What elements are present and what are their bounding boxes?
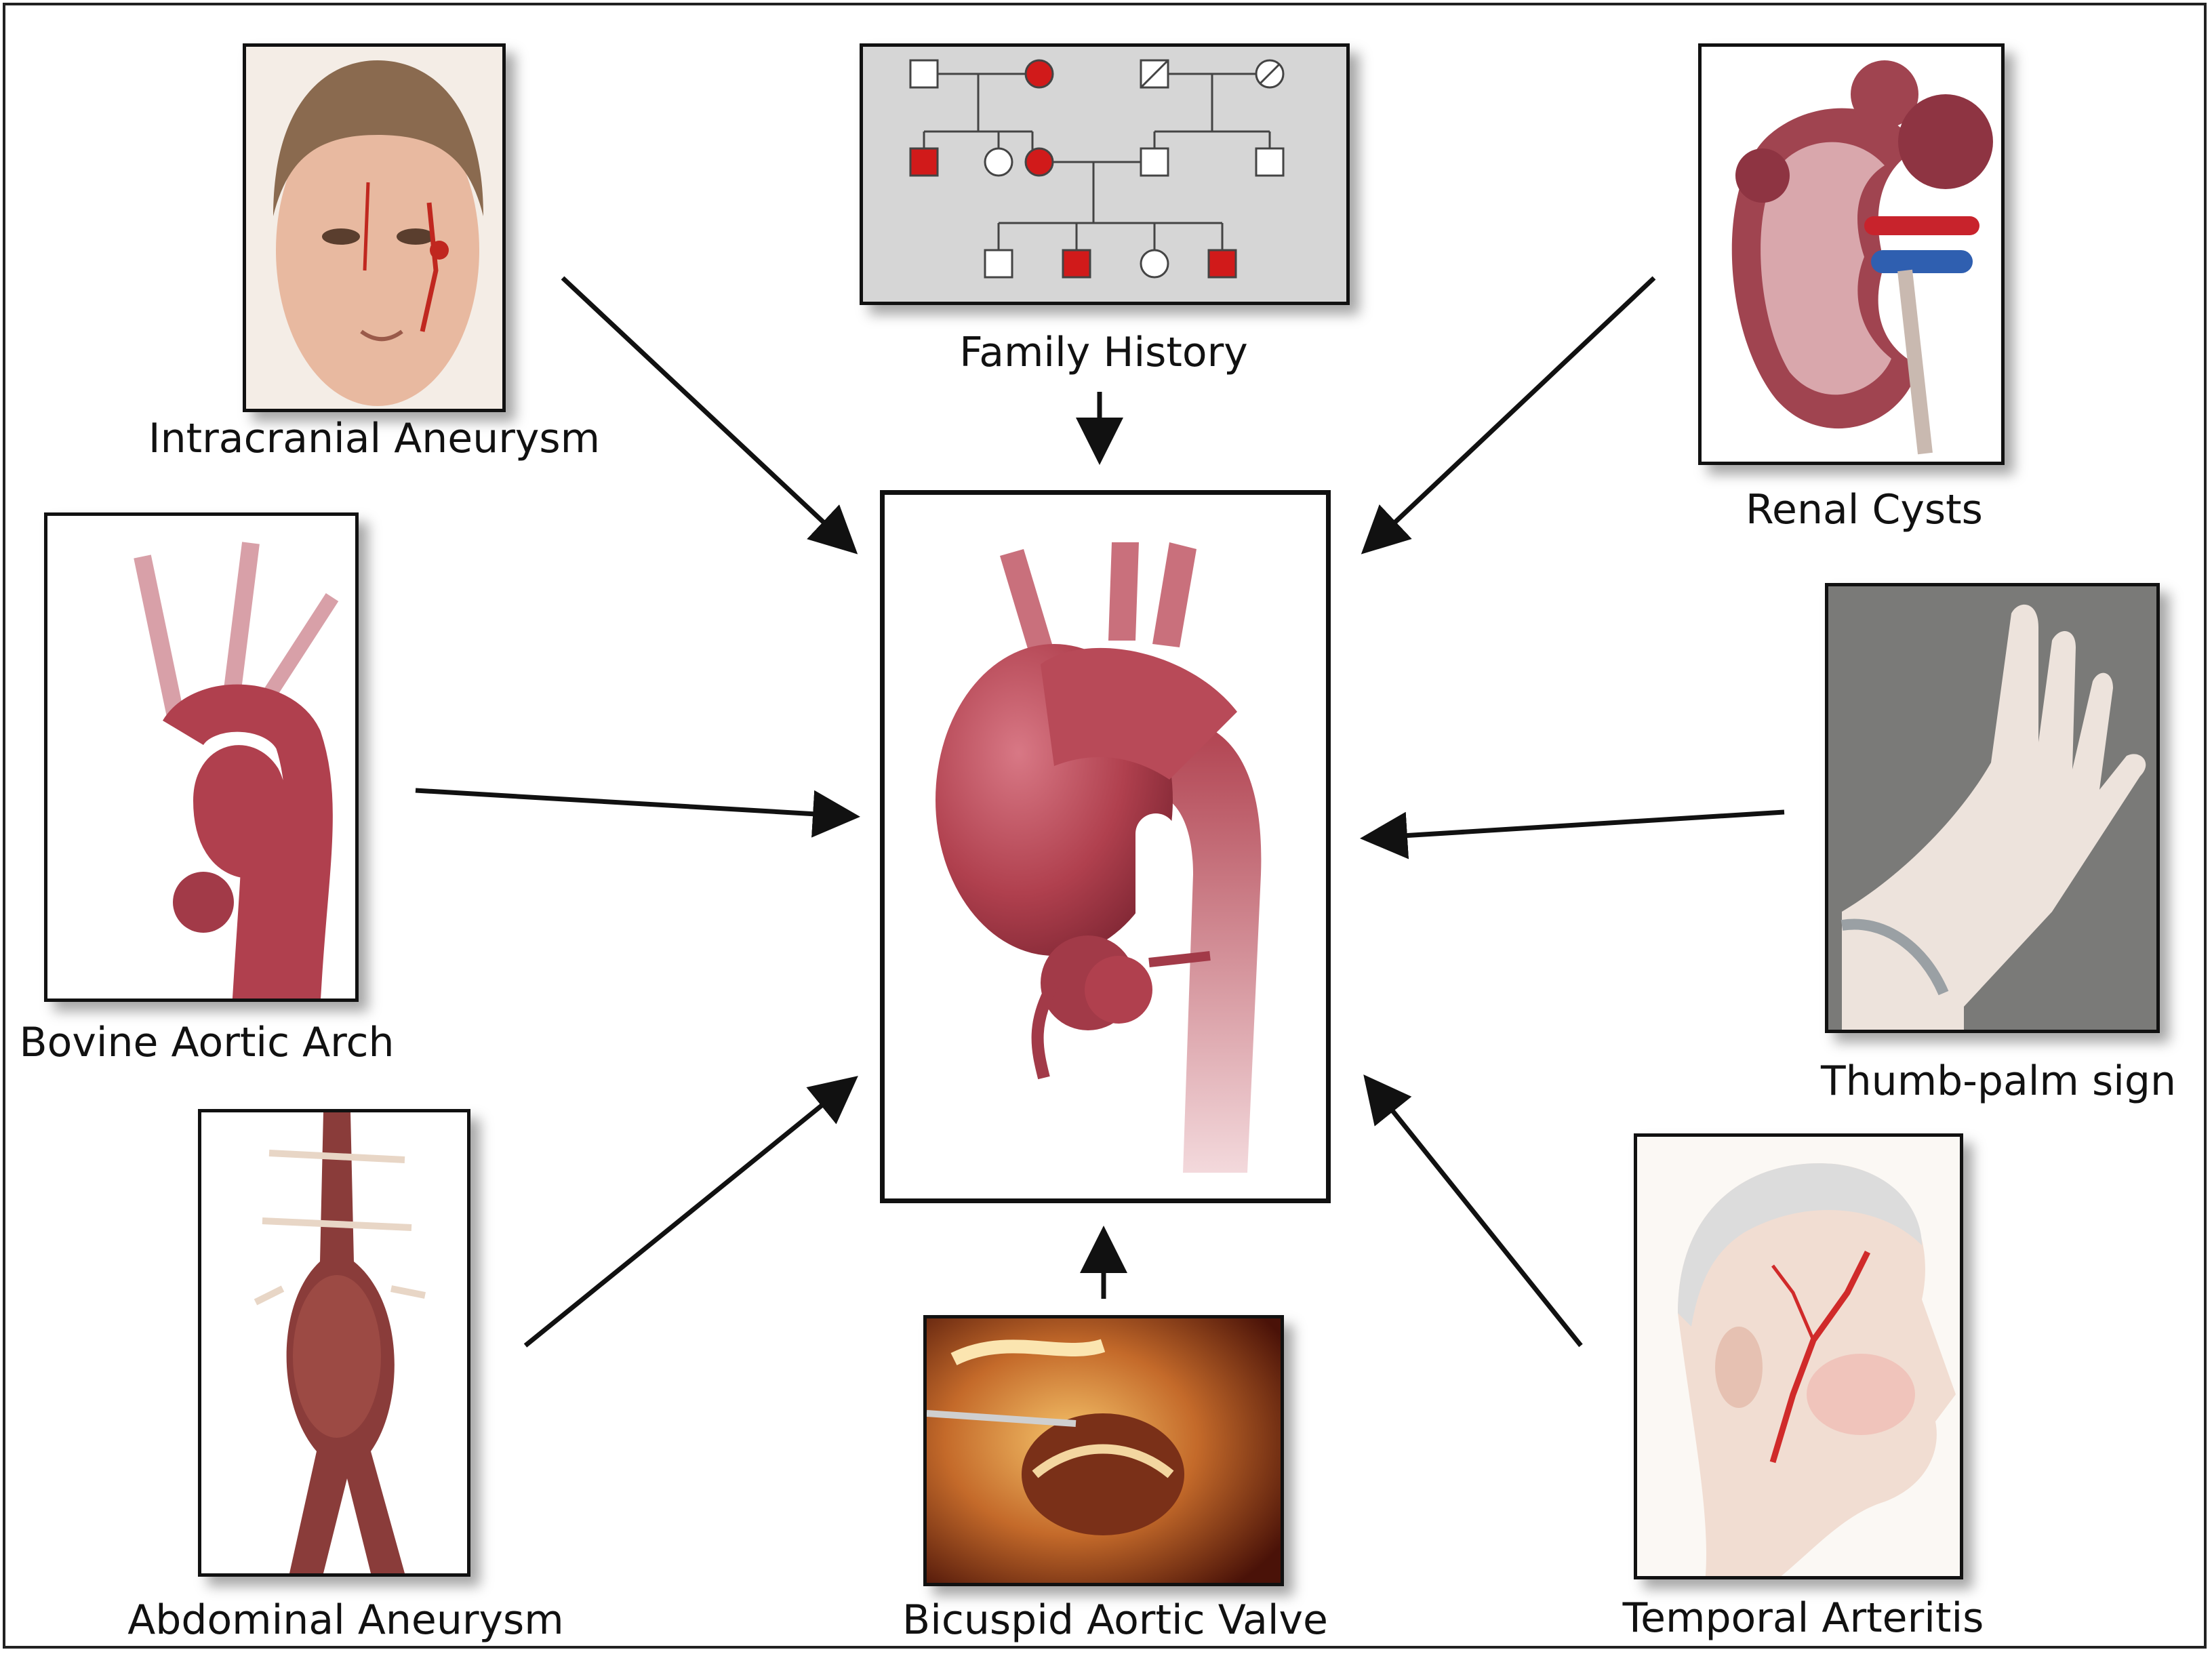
label-bicuspid-aortic-valve: Bicuspid Aortic Valve — [902, 1596, 1328, 1644]
head-illustration — [246, 47, 502, 409]
arrow-renal — [1361, 276, 1656, 554]
arrow-thumb — [1360, 809, 1785, 860]
arrow-temporal — [1363, 1074, 1583, 1348]
renal-cysts-panel — [1698, 43, 2005, 465]
hand-photo — [1828, 586, 2156, 1030]
abdominal-aorta-illustration — [201, 1112, 467, 1573]
family-history-panel — [860, 43, 1350, 305]
bicuspid-valve-panel — [923, 1315, 1284, 1586]
arrow-abdominal — [523, 1076, 858, 1348]
label-intracranial-aneurysm: Intracranial Aneurysm — [148, 415, 601, 462]
label-thumb-palm-sign: Thumb-palm sign — [1821, 1057, 2176, 1105]
label-renal-cysts: Renal Cysts — [1746, 486, 1983, 533]
abdominal-aneurysm-panel — [198, 1109, 470, 1577]
intracranial-panel — [243, 43, 506, 412]
bovine-arch-illustration — [134, 542, 339, 999]
arrow-bovine — [415, 788, 860, 838]
arrow-intracranial — [561, 276, 858, 554]
bovine-arch-panel — [44, 512, 359, 1002]
thumb-palm-panel — [1825, 583, 2160, 1033]
aorta-aneurysm-illustration — [936, 542, 1262, 1173]
label-bovine-aortic-arch: Bovine Aortic Arch — [19, 1019, 395, 1066]
center-aorta-panel — [880, 490, 1331, 1203]
label-temporal-arteritis: Temporal Arteritis — [1622, 1594, 1984, 1642]
temporal-head-illustration — [1637, 1137, 1960, 1576]
pedigree-chart — [909, 59, 1285, 279]
surgical-photo — [927, 1318, 1281, 1583]
kidney-illustration — [1731, 60, 1993, 455]
label-family-history: Family History — [959, 329, 1248, 376]
temporal-arteritis-panel — [1634, 1133, 1963, 1579]
label-abdominal-aneurysm: Abdominal Aneurysm — [127, 1596, 564, 1644]
